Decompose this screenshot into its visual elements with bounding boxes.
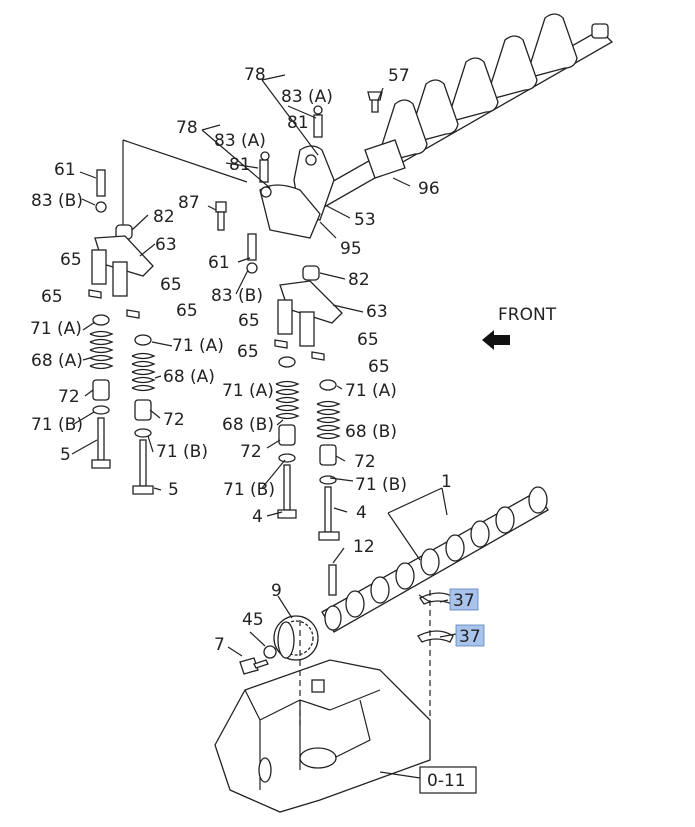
callout-7: 7 bbox=[214, 635, 225, 655]
callout-71b: 71 (B) bbox=[355, 475, 407, 495]
callout-65: 65 bbox=[238, 311, 260, 331]
callout-81: 81 bbox=[287, 113, 309, 133]
callout-65: 65 bbox=[41, 287, 63, 307]
callout-57: 57 bbox=[388, 66, 410, 86]
callout-5: 5 bbox=[168, 480, 179, 500]
callout-37-highlight bbox=[455, 624, 485, 647]
callout-83a: 83 (A) bbox=[281, 87, 333, 107]
left-valve-train bbox=[88, 139, 248, 495]
callout-71a: 71 (A) bbox=[345, 381, 397, 401]
camshaft bbox=[321, 486, 549, 633]
callout-96: 96 bbox=[418, 179, 440, 199]
callout-71b: 71 (B) bbox=[223, 480, 275, 500]
front-arrow-icon bbox=[482, 330, 510, 350]
callout-53: 53 bbox=[354, 210, 376, 230]
callout-95: 95 bbox=[340, 239, 362, 259]
front-indicator: FRONT bbox=[482, 305, 557, 350]
callout-61: 61 bbox=[208, 253, 230, 273]
callout-1: 1 bbox=[441, 472, 452, 492]
callout-12: 12 bbox=[353, 537, 375, 557]
leader-lines bbox=[71, 74, 457, 657]
callout-4: 4 bbox=[252, 507, 263, 527]
callout-65: 65 bbox=[160, 275, 182, 295]
callout-65: 65 bbox=[368, 357, 390, 377]
callout-63: 63 bbox=[366, 302, 388, 322]
rocker-shaft-assembly bbox=[259, 13, 614, 239]
callout-37: 37 bbox=[453, 591, 475, 611]
callout-72: 72 bbox=[240, 442, 262, 462]
callout-71a: 71 (A) bbox=[172, 336, 224, 356]
callout-68a: 68 (A) bbox=[163, 367, 215, 387]
callout-82: 82 bbox=[153, 207, 175, 227]
adjusting-screws bbox=[95, 105, 323, 274]
callout-81: 81 bbox=[229, 155, 251, 175]
callout-72: 72 bbox=[163, 410, 185, 430]
callout-9: 9 bbox=[271, 581, 282, 601]
callout-83a: 83 (A) bbox=[214, 131, 266, 151]
callout-63: 63 bbox=[155, 235, 177, 255]
callout-4: 4 bbox=[356, 503, 367, 523]
front-label: FRONT bbox=[498, 305, 557, 325]
callout-82: 82 bbox=[348, 270, 370, 290]
callout-65: 65 bbox=[237, 342, 259, 362]
highlighted-callouts: 37 37 bbox=[449, 588, 485, 647]
callout-65: 65 bbox=[60, 250, 82, 270]
callout-87: 87 bbox=[178, 193, 200, 213]
callout-78: 78 bbox=[244, 65, 266, 85]
callout-37: 37 bbox=[459, 627, 481, 647]
callout-71b: 71 (B) bbox=[31, 415, 83, 435]
callout-71a: 71 (A) bbox=[30, 319, 82, 339]
callout-65: 65 bbox=[176, 301, 198, 321]
callout-45: 45 bbox=[242, 610, 264, 630]
reference-box: 0-11 bbox=[419, 766, 477, 794]
callout-71b: 71 (B) bbox=[156, 442, 208, 462]
callout-83b: 83 (B) bbox=[31, 191, 83, 211]
callout-78: 78 bbox=[176, 118, 198, 138]
callout-68b: 68 (B) bbox=[345, 422, 397, 442]
callout-37-highlight bbox=[449, 588, 479, 611]
callout-83b: 83 (B) bbox=[211, 286, 263, 306]
callout-68b: 68 (B) bbox=[222, 415, 274, 435]
callout-72: 72 bbox=[58, 387, 80, 407]
cam-gear bbox=[239, 615, 319, 675]
callout-61: 61 bbox=[54, 160, 76, 180]
callout-5: 5 bbox=[60, 445, 71, 465]
reference-label: 0-11 bbox=[427, 771, 466, 791]
callout-72: 72 bbox=[354, 452, 376, 472]
middle-valve-train bbox=[274, 265, 343, 541]
callout-65: 65 bbox=[357, 330, 379, 350]
callout-68a: 68 (A) bbox=[31, 351, 83, 371]
callout-labels: 78 83 (A) 81 57 78 83 (A) 81 96 61 83 (B… bbox=[30, 65, 452, 655]
cylinder-head-block bbox=[214, 590, 431, 813]
callout-71a: 71 (A) bbox=[222, 381, 274, 401]
